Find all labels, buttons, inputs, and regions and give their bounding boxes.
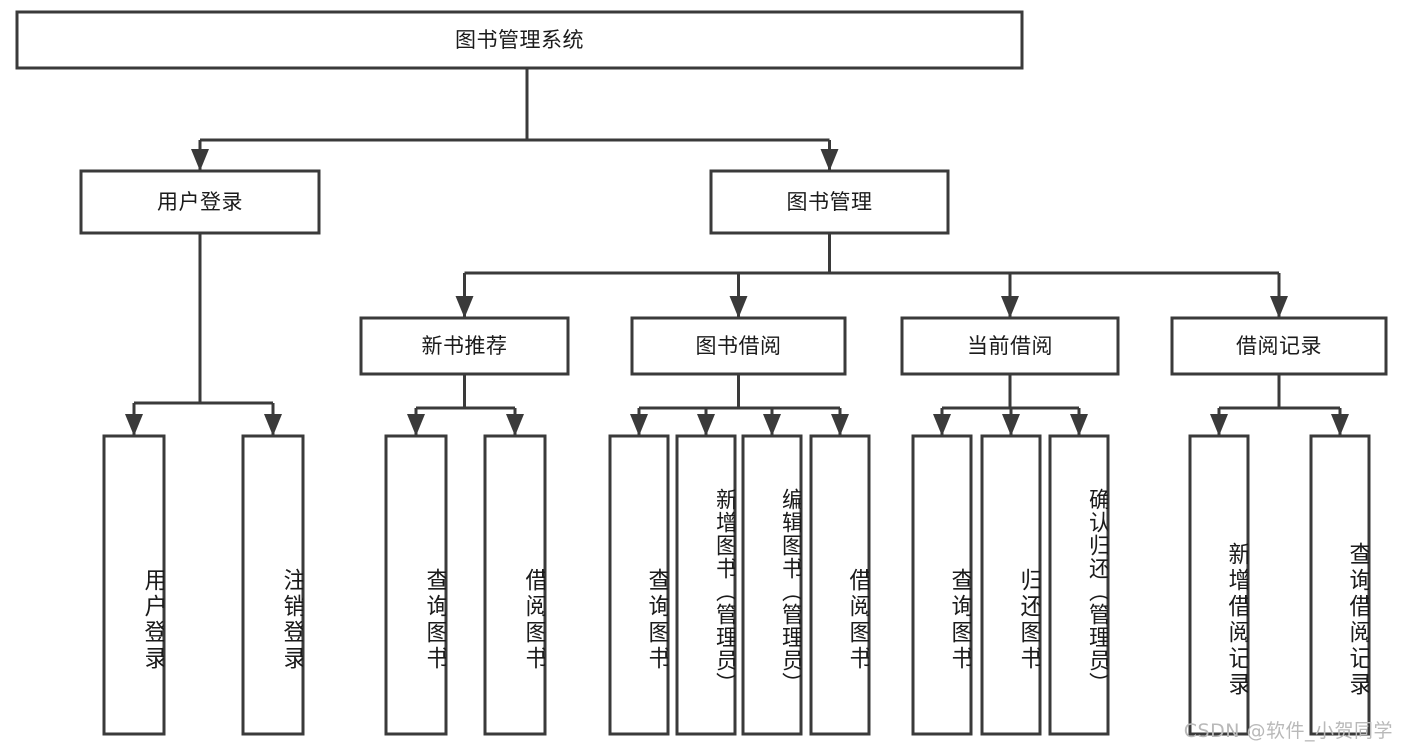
arrow-head-book-borrow bbox=[729, 296, 748, 318]
arrow-head-user-login bbox=[191, 149, 209, 171]
arrow-head-leaf-borrow-book bbox=[831, 414, 849, 436]
arrow-head-leaf-query-borrow-record bbox=[1331, 414, 1349, 436]
node-box-leaf-query-book-recommend[interactable] bbox=[384, 434, 448, 736]
arrow-head-leaf-query-book-current bbox=[933, 414, 951, 436]
arrow-head-leaf-return-book bbox=[1002, 414, 1020, 436]
node-box-leaf-add-book[interactable] bbox=[675, 434, 737, 736]
arrow-head-borrow-record bbox=[1270, 296, 1288, 318]
node-box-leaf-add-borrow-record[interactable] bbox=[1188, 434, 1250, 736]
arrow-head-leaf-logout bbox=[264, 414, 282, 436]
node-box-leaf-edit-book[interactable] bbox=[741, 434, 803, 736]
node-box-new-book-recommend[interactable] bbox=[359, 316, 570, 376]
arrow-head-leaf-query-book-recommend bbox=[407, 414, 425, 436]
node-box-leaf-borrow-book-recommend[interactable] bbox=[483, 434, 547, 736]
node-box-root[interactable] bbox=[15, 10, 1024, 70]
node-box-book-manage[interactable] bbox=[709, 169, 950, 235]
arrow-head-leaf-user-login bbox=[125, 414, 143, 436]
node-box-leaf-query-book-current[interactable] bbox=[911, 434, 973, 736]
arrow-head-leaf-confirm-return bbox=[1070, 414, 1088, 436]
node-box-leaf-logout[interactable] bbox=[241, 434, 305, 736]
arrow-head-leaf-add-borrow-record bbox=[1210, 414, 1228, 436]
node-box-user-login[interactable] bbox=[79, 169, 321, 235]
arrow-head-current-borrow bbox=[1001, 296, 1019, 318]
arrow-head-new-book-recommend bbox=[455, 296, 474, 318]
node-box-current-borrow[interactable] bbox=[900, 316, 1120, 376]
arrow-head-leaf-query-book-borrow bbox=[630, 414, 648, 436]
node-box-leaf-return-book[interactable] bbox=[980, 434, 1042, 736]
node-box-leaf-query-book-borrow[interactable] bbox=[608, 434, 670, 736]
node-box-leaf-query-borrow-record[interactable] bbox=[1309, 434, 1371, 736]
arrow-head-leaf-borrow-book-recommend bbox=[506, 414, 524, 436]
nodes-layer bbox=[15, 10, 1388, 736]
arrow-head-leaf-edit-book bbox=[763, 414, 781, 436]
node-box-leaf-user-login[interactable] bbox=[102, 434, 166, 736]
node-box-book-borrow[interactable] bbox=[630, 316, 847, 376]
connectors-layer bbox=[125, 68, 1349, 436]
node-box-leaf-confirm-return[interactable] bbox=[1048, 434, 1110, 736]
node-box-leaf-borrow-book[interactable] bbox=[809, 434, 871, 736]
arrow-head-book-manage bbox=[820, 149, 839, 171]
node-box-borrow-record[interactable] bbox=[1170, 316, 1388, 376]
arrow-head-leaf-add-book bbox=[697, 414, 715, 436]
